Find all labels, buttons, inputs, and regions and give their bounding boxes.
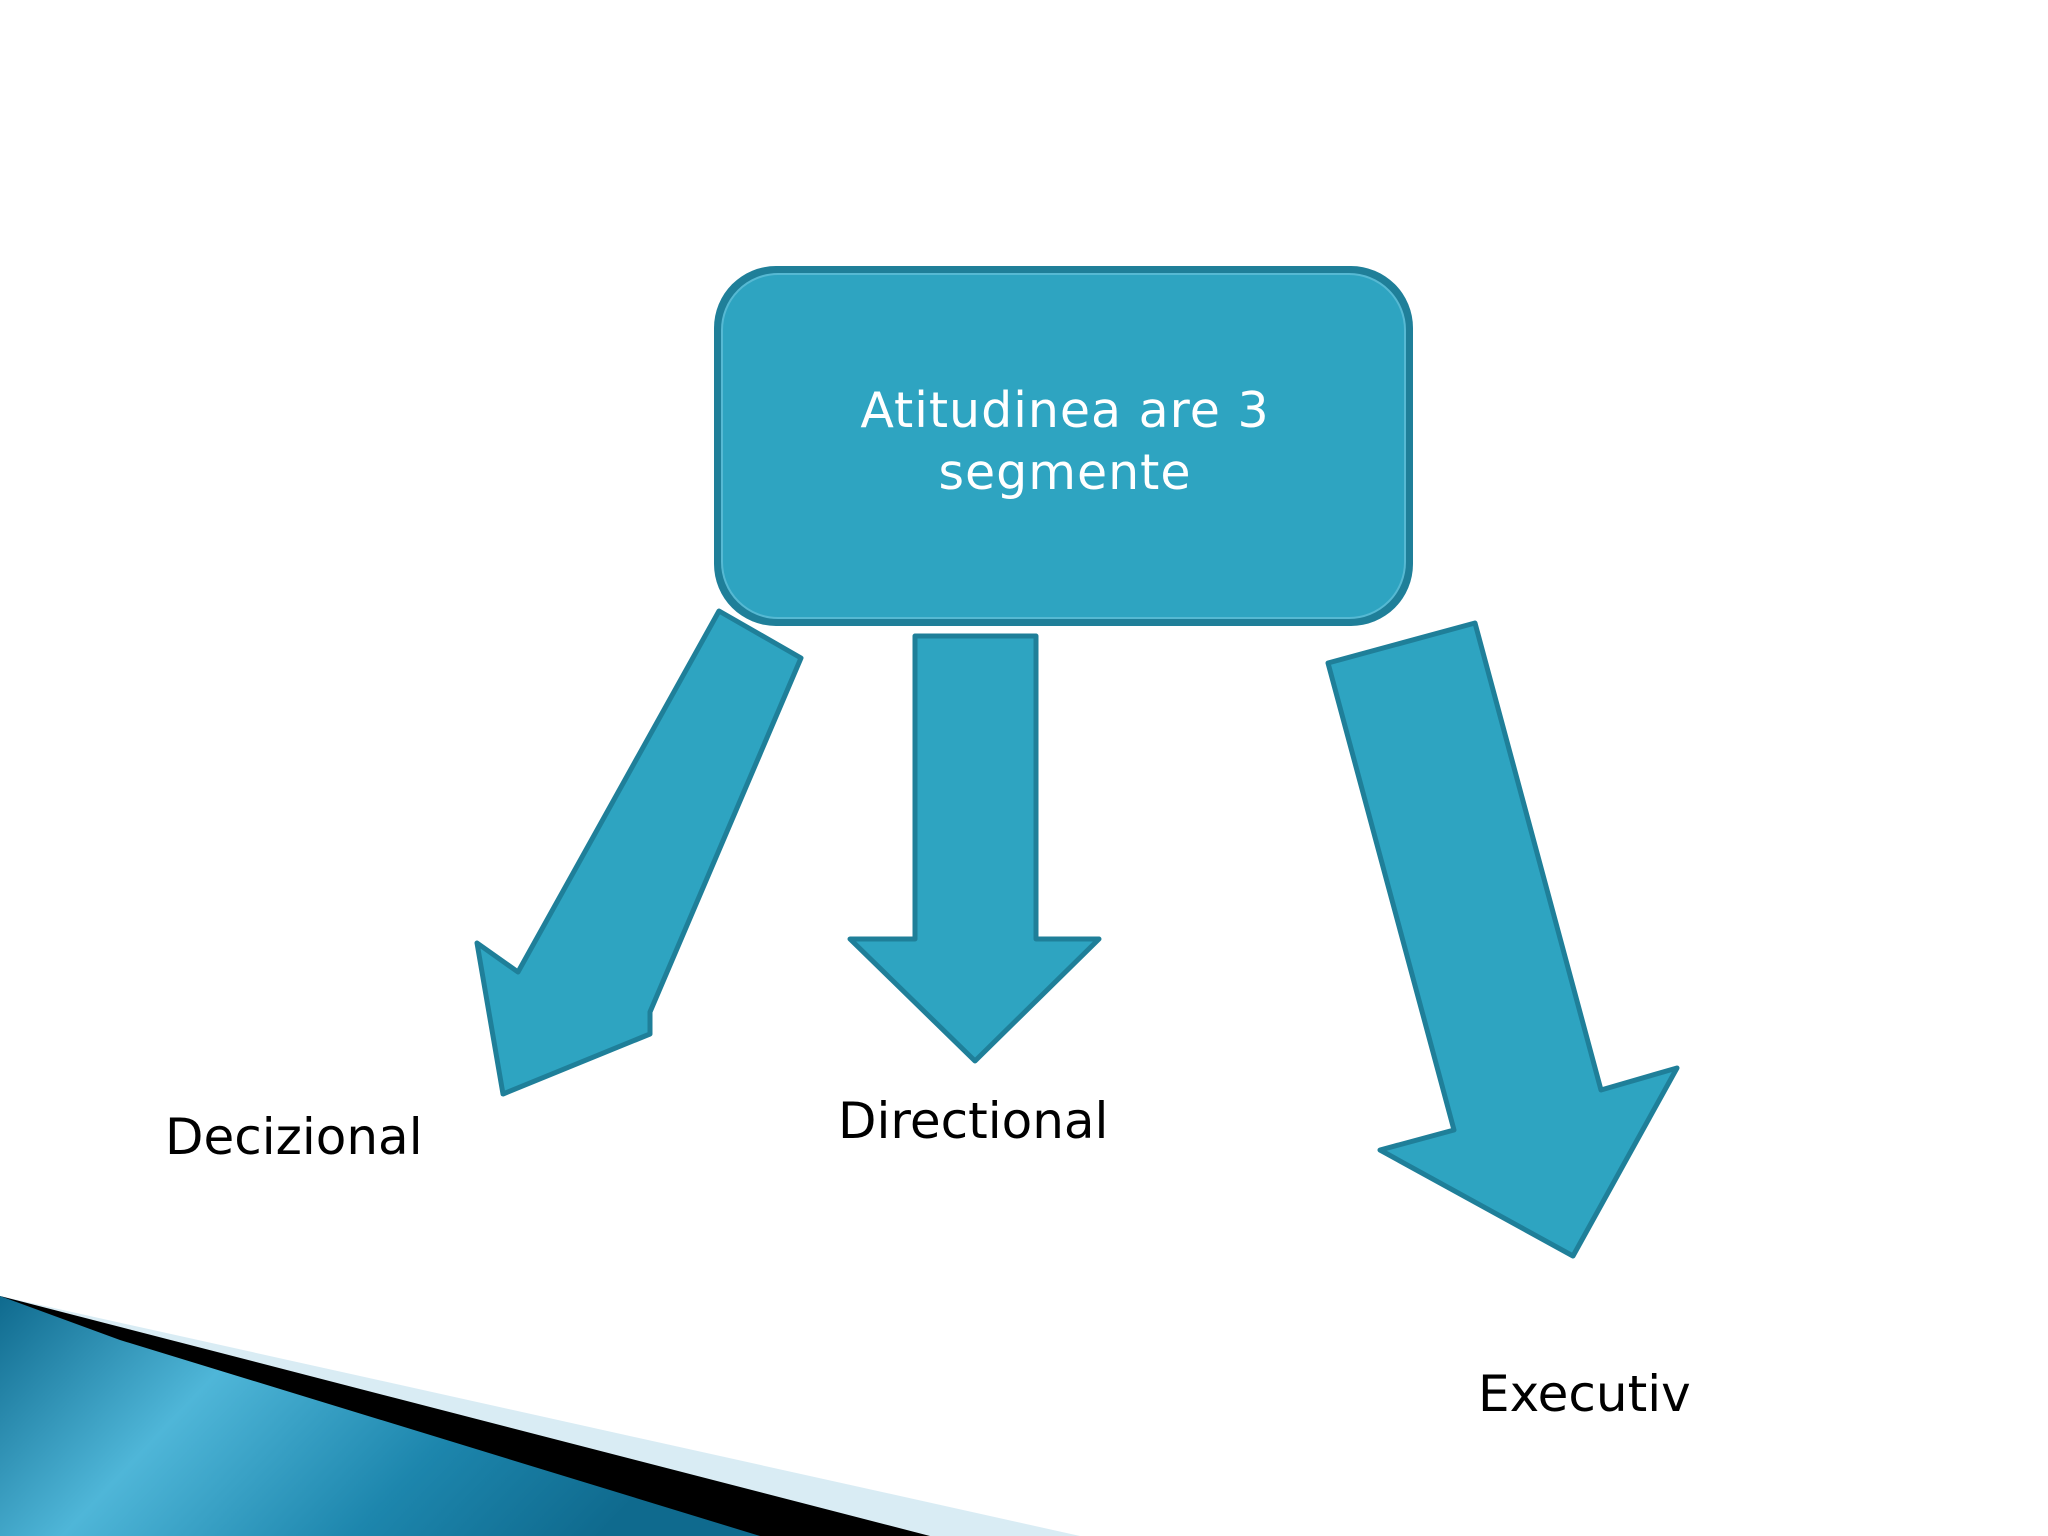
arrow-decizional <box>474 608 804 1097</box>
footer-decoration <box>0 1296 1080 1536</box>
central-box-text: Atitudinea are 3 segmente <box>730 380 1400 504</box>
arrow-executiv <box>1325 620 1680 1259</box>
arrow-directional <box>847 633 1102 1064</box>
footer-blue-band <box>0 1296 760 1536</box>
label-decizional: Decizional <box>165 1108 423 1166</box>
label-directional: Directional <box>838 1092 1109 1150</box>
label-executiv: Executiv <box>1478 1365 1691 1423</box>
central-box <box>714 266 1413 626</box>
central-box-line-2: segmente <box>938 444 1192 501</box>
central-box-line-1: Atitudinea are 3 <box>860 382 1270 439</box>
